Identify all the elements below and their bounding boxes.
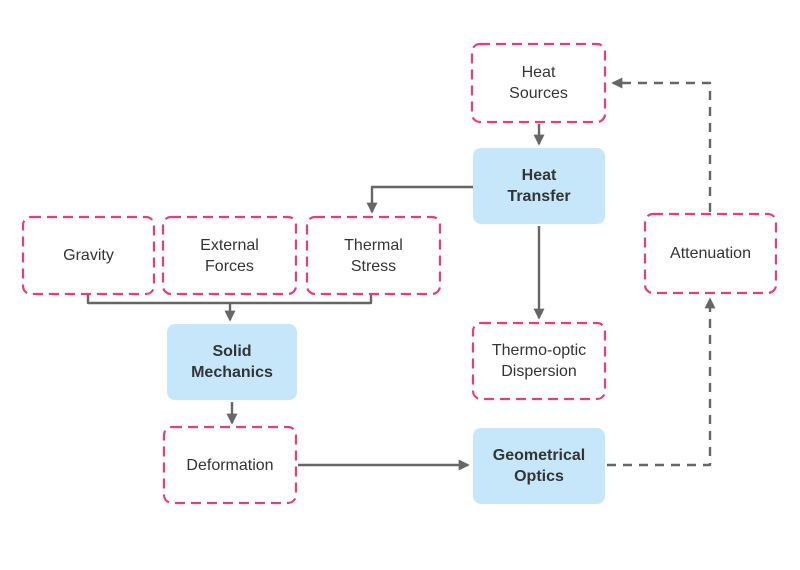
edge-geometrical-optics-to-attenuation bbox=[607, 297, 716, 467]
node-box-geometrical-optics bbox=[473, 428, 605, 504]
node-box-attenuation bbox=[643, 212, 778, 295]
edge-attenuation-to-heat-sources bbox=[611, 77, 712, 212]
edge-heat-transfer-to-thermal-stress bbox=[366, 185, 473, 214]
node-box-gravity bbox=[21, 215, 156, 296]
node-box-heat-sources bbox=[470, 42, 607, 124]
edge-merge-bracket bbox=[86, 294, 373, 305]
node-box-deformation bbox=[162, 425, 298, 505]
node-box-thermo-optic-dispersion bbox=[471, 321, 607, 401]
node-box-thermal-stress bbox=[305, 215, 442, 296]
node-box-external-forces bbox=[161, 215, 298, 296]
node-box-heat-transfer bbox=[473, 148, 605, 224]
node-box-solid-mechanics bbox=[167, 324, 297, 400]
